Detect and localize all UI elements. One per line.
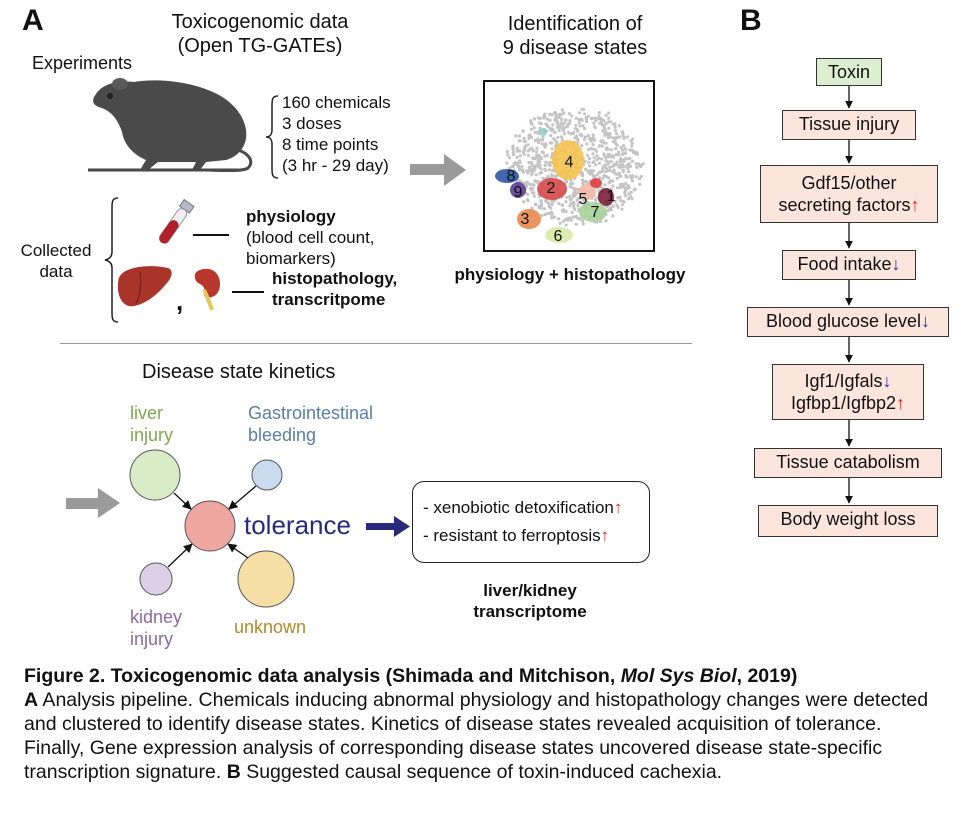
panel-b-label: B xyxy=(740,4,762,37)
liver-injury-label: liver injury xyxy=(130,403,174,445)
cluster-blobs xyxy=(495,128,614,243)
cluster-blob xyxy=(579,202,607,222)
panel-a-label: A xyxy=(22,4,44,37)
cluster-label: 2 xyxy=(547,180,556,197)
pipeline-arrow-icon xyxy=(410,154,466,186)
cluster-label: 7 xyxy=(591,204,600,221)
cluster-blob xyxy=(510,182,526,198)
kidney-to-tolerance-arrow xyxy=(167,543,193,568)
cluster-blob xyxy=(495,169,519,183)
section-divider xyxy=(60,343,692,344)
experiment-details: 160 chemicals 3 doses 8 time points (3 h… xyxy=(282,93,391,175)
cluster-label: 1 xyxy=(607,188,616,205)
transcriptome-label: liver/kidney transcriptome xyxy=(473,581,587,621)
kidney-icon xyxy=(194,268,220,311)
figure-caption: Figure 2. Toxicogenomic data analysis (S… xyxy=(24,664,936,784)
flow-step-food-intake: Food intake↓ xyxy=(782,250,916,280)
cluster-blob xyxy=(537,178,567,200)
identification-title: Identification of 9 disease states xyxy=(502,13,648,59)
physiology-text: physiology (blood cell count, biomarkers… xyxy=(246,207,375,268)
gi-bleeding-node xyxy=(251,459,283,491)
flow-step-igf: Igf1/Igfals↓ Igfbp1/Igfbp2↑ xyxy=(772,364,924,420)
tolerance-outcome-arrow-icon xyxy=(366,516,410,537)
kidney-injury-label: kidney injury xyxy=(130,607,183,649)
caption-body: A Analysis pipeline. Chemicals inducing … xyxy=(24,689,929,783)
transcription-signature-box: - xenobiotic detoxification↑ - resistant… xyxy=(412,481,650,563)
flow-step-body-weight-loss: Body weight loss xyxy=(758,505,938,537)
flow-step-blood-glucose: Blood glucose level↓ xyxy=(747,307,949,337)
cluster-label: 6 xyxy=(554,228,563,245)
flow-step-tissue-catabolism: Tissue catabolism xyxy=(754,448,942,478)
toxico-title: Toxicogenomic data (Open TG-GATEs) xyxy=(171,11,349,57)
flow-step-gdf15: Gdf15/other secreting factors↑ xyxy=(760,165,938,223)
histopathology-text: histopathology, transcritpome xyxy=(272,269,398,309)
cluster-label: 8 xyxy=(507,168,516,185)
cluster-label: 5 xyxy=(579,191,588,208)
liver-to-tolerance-arrow xyxy=(173,492,192,510)
tolerance-label: tolerance xyxy=(244,510,351,540)
cluster-blob xyxy=(539,128,547,136)
flowchart-arrows xyxy=(845,86,853,504)
kinetics-diagram xyxy=(66,449,410,608)
cluster-blob xyxy=(598,188,614,206)
outcome-item-ferroptosis: - resistant to ferroptosis↑ xyxy=(423,526,610,545)
kinetics-input-arrow-icon xyxy=(66,488,120,518)
cluster-blob xyxy=(517,209,541,229)
gi-bleeding-label: Gastrointestinal bleeding xyxy=(248,403,374,445)
cluster-blob xyxy=(545,227,573,243)
liver-icon xyxy=(118,266,172,307)
cluster-blob xyxy=(552,140,584,180)
cluster-label: 3 xyxy=(521,211,530,228)
unknown-label: unknown xyxy=(234,617,307,637)
physiology-connector xyxy=(193,234,229,236)
kinetics-title: Disease state kinetics xyxy=(142,361,336,383)
flow-step-toxin: Toxin xyxy=(816,58,882,86)
unknown-to-tolerance-arrow xyxy=(227,543,249,559)
cluster-label: 9 xyxy=(514,184,523,201)
cluster-blob xyxy=(578,184,596,200)
experiments-label: Experiments xyxy=(32,53,133,73)
collected-brace-icon xyxy=(104,197,119,323)
flow-step-tissue-injury: Tissue injury xyxy=(782,110,916,140)
organ-comma: , xyxy=(176,286,184,316)
cluster-label: 4 xyxy=(565,154,574,171)
rat-icon xyxy=(88,78,253,172)
outcome-item-detox: - xenobiotic detoxification↑ xyxy=(423,498,623,517)
gi-to-tolerance-arrow xyxy=(228,485,257,510)
unknown-node xyxy=(237,550,295,608)
kidney-injury-node xyxy=(139,562,173,596)
identification-caption: physiology + histopathology xyxy=(454,265,686,284)
experiment-brace-icon xyxy=(265,95,279,179)
histopathology-connector xyxy=(232,291,264,293)
collected-data-label: Collected data xyxy=(20,241,92,281)
liver-injury-node xyxy=(129,449,181,501)
tolerance-node xyxy=(184,500,236,552)
caption-title: Figure 2. Toxicogenomic data analysis (S… xyxy=(24,665,798,687)
blood-tube-icon xyxy=(158,198,195,244)
cluster-blob xyxy=(590,178,602,188)
